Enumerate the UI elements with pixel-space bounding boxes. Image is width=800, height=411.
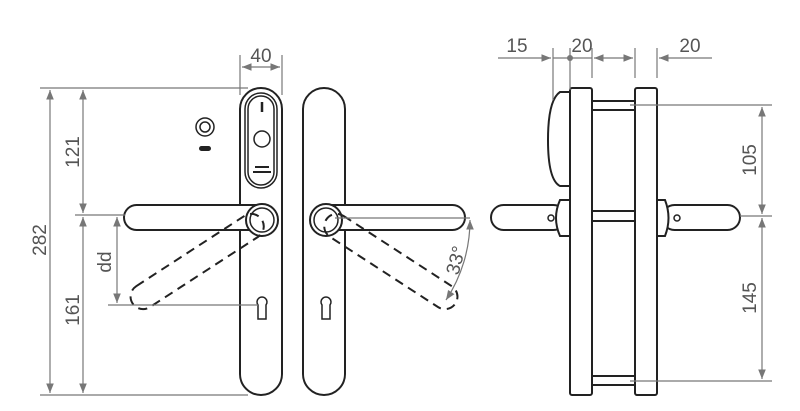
- handle-spindle: [591, 210, 636, 222]
- angle-label: 33°: [443, 244, 471, 277]
- lower-spindle: [591, 375, 636, 386]
- side-handle-left: [490, 204, 567, 231]
- front-plate-back: [302, 87, 466, 396]
- reader-button-icon: [253, 130, 271, 148]
- total-height-label: 282: [30, 224, 51, 256]
- handle-rotated-dashed-right: [323, 212, 459, 311]
- upper-spindle-label: 105: [740, 144, 761, 176]
- external-reader-icon: [195, 117, 215, 151]
- cylinder-hole-icon: [320, 296, 332, 320]
- side-plate-inner: [634, 87, 658, 396]
- plate-depth-label: 20: [679, 36, 700, 57]
- reader-depth-label: 15: [506, 36, 527, 57]
- door-gap-label: 20: [571, 36, 592, 57]
- upper-spindle: [591, 100, 636, 111]
- side-dimensions: 15 20 20 105 145: [498, 36, 772, 382]
- side-view: [490, 87, 741, 396]
- top-to-spindle-label: 121: [63, 136, 84, 168]
- front-plate-electronic: [239, 87, 283, 396]
- reader-housing: [546, 91, 571, 187]
- spindle-to-bottom-label: 161: [63, 294, 84, 326]
- cylinder-hole-icon: [256, 296, 268, 320]
- backset-label: dd: [95, 251, 116, 272]
- handle-left: [123, 203, 279, 320]
- side-plate-outer: [569, 87, 593, 396]
- width-label: 40: [250, 46, 271, 67]
- lower-spindle-label: 145: [740, 282, 761, 314]
- handle-rotated-dashed: [129, 212, 265, 311]
- front-dimensions: 282 121 161 dd 40 33°: [30, 46, 474, 396]
